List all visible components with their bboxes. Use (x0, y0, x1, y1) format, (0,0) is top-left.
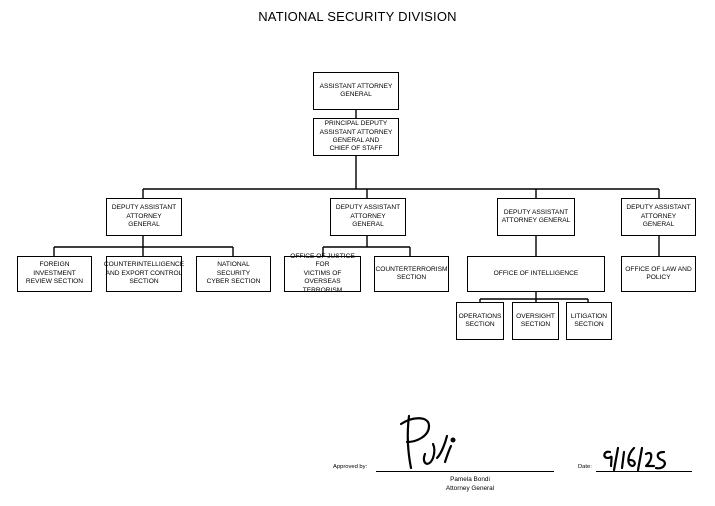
box-oversight-section: OVERSIGHT SECTION (512, 302, 559, 340)
box-deputy-assistant-3: DEPUTY ASSISTANT ATTORNEY GENERAL (497, 198, 575, 236)
box-counterterrorism-section: COUNTERTERRORISM SECTION (374, 256, 449, 292)
handwritten-date (603, 446, 666, 472)
box-deputy-assistant-4: DEPUTY ASSISTANT ATTORNEY GENERAL (621, 198, 696, 236)
signer-name: Pamela Bondi (450, 476, 490, 483)
signer-role: Attorney General (445, 485, 495, 492)
page-title: NATIONAL SECURITY DIVISION (258, 9, 457, 24)
signature-image (399, 414, 456, 470)
box-justice-victims-terrorism: OFFICE OF JUSTICE FOR VICTIMS OF OVERSEA… (284, 253, 361, 294)
box-principal-deputy: PRINCIPAL DEPUTY ASSISTANT ATTORNEY GENE… (313, 118, 399, 156)
box-litigation-section: LITIGATION SECTION (566, 302, 612, 340)
box-deputy-assistant-1: DEPUTY ASSISTANT ATTORNEY GENERAL (106, 198, 182, 236)
date-line (596, 471, 692, 472)
signature-line (376, 471, 554, 472)
date-label: Date: (578, 464, 592, 470)
box-foreign-investment-review: FOREIGN INVESTMENT REVIEW SECTION (17, 256, 92, 292)
box-counterintelligence-export: COUNTERINTELLIGENCE AND EXPORT CONTROL S… (104, 256, 184, 292)
box-cyber-section: NATIONAL SECURITY CYBER SECTION (196, 256, 271, 292)
approved-by-label: Approved by: (333, 464, 368, 470)
box-deputy-assistant-2: DEPUTY ASSISTANT ATTORNEY GENERAL (330, 198, 406, 236)
box-operations-section: OPERATIONS SECTION (456, 302, 504, 340)
box-law-and-policy: OFFICE OF LAW AND POLICY (621, 256, 696, 292)
box-office-of-intelligence: OFFICE OF INTELLIGENCE (467, 256, 605, 292)
box-assistant-attorney-general: ASSISTANT ATTORNEY GENERAL (313, 72, 399, 110)
